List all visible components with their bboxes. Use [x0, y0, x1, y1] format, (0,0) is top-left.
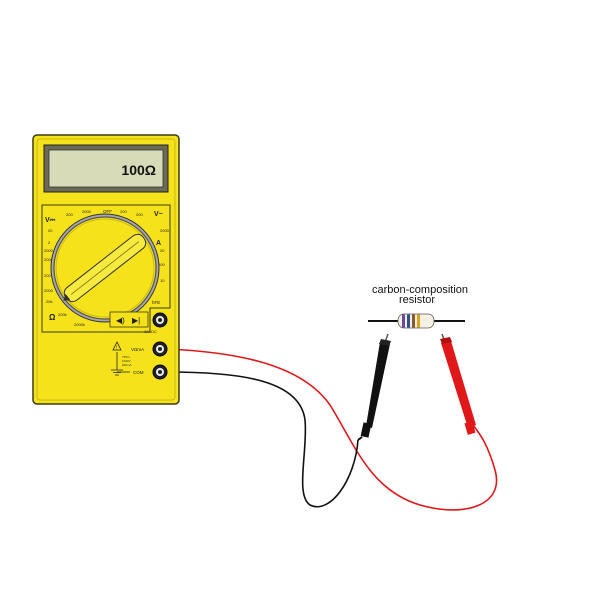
tick-label: 10 [160, 278, 165, 283]
black-probe[interactable] [357, 333, 391, 441]
ground-icon [111, 352, 130, 376]
label-v-ac: V~ [154, 211, 163, 218]
tick-label: 2000 [82, 209, 92, 214]
tick-label: 2000k [74, 322, 85, 327]
tick-label: 20 [160, 248, 165, 253]
range-ticks: 200 2000 200 200 20 2 2000 200m 200 2000… [44, 209, 170, 327]
svg-text:1000V: 1000V [122, 359, 131, 363]
svg-text:200mA: 200mA [122, 363, 132, 367]
tick-label: 2000 [160, 228, 170, 233]
jack-vohmma[interactable] [152, 341, 168, 357]
jack-com-label: COM [133, 370, 144, 375]
resistor-label-line1: carbon-composition [372, 284, 468, 296]
resistor: carbon-composition resistor [368, 284, 468, 329]
tick-label: 200m [44, 257, 55, 262]
tick-label: 200 [120, 209, 127, 214]
resistor-band-4 [417, 314, 420, 328]
tick-label: 200 [158, 262, 165, 267]
diode-icon: ▶| [132, 316, 140, 325]
tick-label: 200k [58, 312, 67, 317]
lcd-reading: 100Ω [121, 162, 156, 178]
tick-label: 2000 [44, 288, 54, 293]
jack-com[interactable] [152, 364, 168, 380]
resistor-band-2 [407, 314, 410, 328]
svg-text:750V~: 750V~ [122, 355, 131, 359]
resistor-band-3 [412, 314, 415, 328]
red-probe[interactable] [440, 333, 476, 435]
tick-label: 20 [48, 228, 53, 233]
lcd-screen [48, 149, 164, 188]
fine-print: 750V~ 1000V 200mA [122, 355, 132, 367]
multimeter: 100Ω OFF V⎓ V~ A Ω hFE 200 2000 200 200 … [32, 134, 180, 405]
tick-label: 2 [48, 240, 51, 245]
tick-label: 200 [136, 212, 143, 217]
resistor-band-1 [402, 314, 405, 328]
jack-10adc[interactable] [152, 312, 168, 328]
tick-label: 2000 [44, 248, 54, 253]
tick-label: 20k [46, 299, 52, 304]
jack-vohmma-label: VΩmA [131, 347, 144, 352]
resistor-label-line2: resistor [399, 294, 435, 306]
rotary-selector[interactable] [50, 213, 160, 323]
black-lead-wire [167, 371, 359, 508]
label-a-dc: A [156, 240, 161, 247]
diode-button[interactable]: ◀) ▶| [109, 311, 149, 328]
warning-icon: ! [112, 341, 122, 352]
red-lead-wire [167, 348, 498, 511]
tick-label: 200 [44, 273, 51, 278]
label-off: OFF [103, 209, 112, 214]
tick-label: 200 [66, 212, 73, 217]
label-v-dc: V⎓ [45, 217, 56, 224]
label-hfe: hFE [152, 300, 160, 305]
svg-text:!: ! [116, 346, 117, 352]
selector-pointer-icon [63, 293, 71, 301]
beeper-icon: ◀) [116, 316, 125, 325]
label-ohm: Ω [49, 313, 56, 322]
jack-10adc-label: 10ADC [144, 329, 157, 334]
